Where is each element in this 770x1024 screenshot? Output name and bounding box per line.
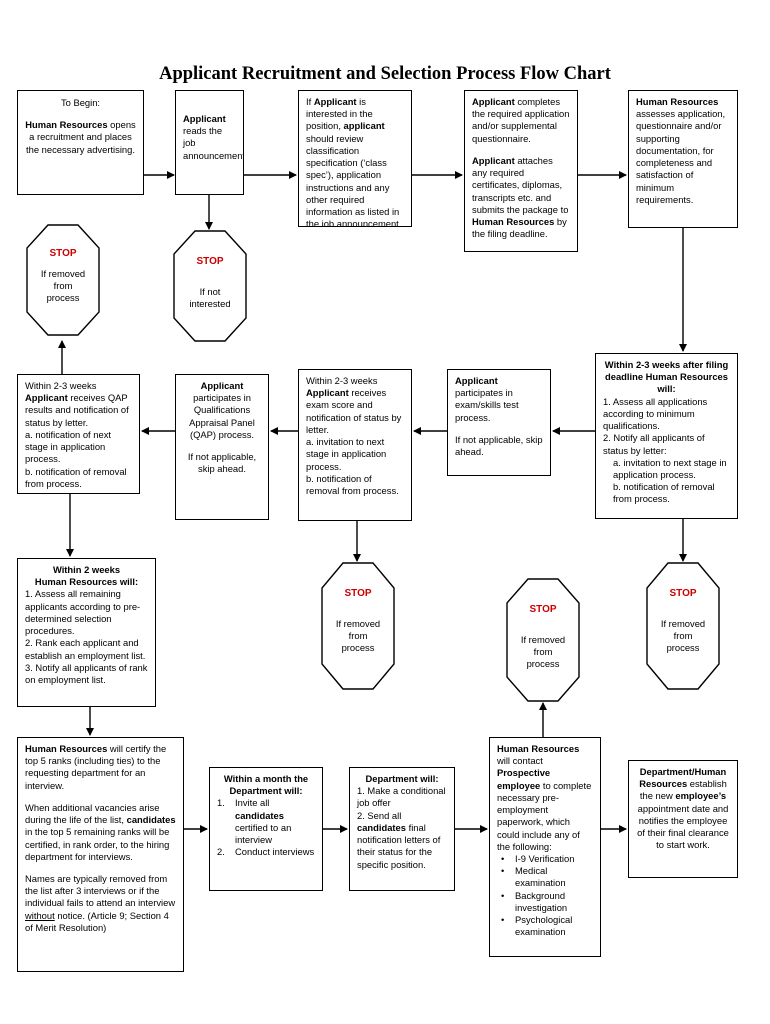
step-hr-assess-box: Human Resources assesses application, qu…: [628, 90, 738, 228]
stop-sign-removed: STOP If removed from process: [506, 578, 580, 702]
stop-octagon-icon: [173, 230, 247, 342]
list-item: •Medical examination: [501, 865, 566, 889]
step-text: Within 2-3 weeks Applicant receives QAP …: [25, 380, 129, 428]
step-text: b. notification of removal from process.: [613, 481, 715, 505]
step-begin-box: To Begin: Human Resources opens a recrui…: [17, 90, 144, 195]
step-text: If not applicable, skip ahead.: [455, 433, 543, 458]
step-review-spec-box: If Applicant is interested in the positi…: [298, 90, 412, 227]
step-text: Applicant participates in exam/skills te…: [455, 375, 519, 423]
stop-caption: If removed from process: [40, 268, 86, 304]
step-text: Within 2-3 weeks Applicant receives exam…: [306, 375, 402, 435]
step-text: Names are typically removed from the lis…: [25, 872, 176, 933]
stop-caption: If removed from process: [520, 634, 566, 670]
stop-label: STOP: [344, 588, 372, 599]
step-text: 3. Notify all applicants of rank on empl…: [25, 661, 148, 685]
step-department-interview-box: Within a month the Department will: 1.In…: [209, 767, 323, 891]
step-text: If Applicant is interested in the positi…: [306, 96, 402, 227]
stop-octagon-icon: [321, 562, 395, 690]
list-item: •I-9 Verification: [501, 852, 575, 864]
step-text: Human Resources will certify the top 5 r…: [25, 743, 167, 791]
list-item: 2.Conduct interviews: [217, 846, 315, 858]
stop-label: STOP: [669, 588, 697, 599]
step-read-announcement-box: Applicant reads the job announcement.: [175, 90, 244, 195]
step-exam-box: Applicant participates in exam/skills te…: [447, 369, 551, 476]
step-text: 1. Assess all applications according to …: [603, 395, 708, 432]
list-item: •Psychological examination: [501, 914, 573, 938]
stop-octagon-icon: [26, 224, 100, 336]
step-hr-rank-box: Within 2 weeks Human Resources will: 1. …: [17, 558, 156, 707]
step-text: Human Resources opens a recruitment and …: [25, 119, 136, 155]
list-item: 1.Invite all candidates certified to an …: [217, 797, 292, 846]
step-start-work-box: Department/Human Resources establish the…: [628, 760, 738, 878]
list-item: 2. Send all candidates final notificatio…: [357, 809, 441, 870]
stop-sign-removed: STOP If removed from process: [26, 224, 100, 336]
stop-sign-removed: STOP If removed from process: [321, 562, 395, 690]
stop-label: STOP: [49, 248, 77, 259]
step-text: 1. Assess all remaining applicants accor…: [25, 588, 141, 637]
step-heading: Department will:: [365, 773, 439, 784]
stop-sign-removed: STOP If removed from process: [646, 562, 720, 690]
stop-label: STOP: [529, 604, 557, 615]
list-item: •Background investigation: [501, 889, 568, 913]
stop-label: STOP: [196, 256, 224, 267]
step-exam-score-box: Within 2-3 weeks Applicant receives exam…: [298, 369, 412, 521]
stop-sign-not-interested: STOP If not interested: [173, 230, 247, 342]
step-text: When additional vacancies arise during t…: [25, 801, 176, 862]
step-text: Human Resources assesses application, qu…: [636, 96, 726, 205]
step-hr-certify-box: Human Resources will certify the top 5 r…: [17, 737, 184, 972]
step-heading: Within 2 weeks: [52, 564, 121, 575]
step-text: Department/Human Resources establish the…: [637, 766, 729, 851]
chart-title: Applicant Recruitment and Selection Proc…: [159, 64, 611, 84]
step-department-offer-box: Department will: 1. Make a conditional j…: [349, 767, 455, 891]
step-heading: Human Resources will:: [34, 576, 139, 588]
stop-octagon-icon: [646, 562, 720, 690]
stop-caption: If removed from process: [335, 618, 381, 654]
step-text: b. notification of removal from process.: [25, 465, 127, 489]
step-text: If not applicable, skip ahead.: [187, 451, 257, 475]
step-text: a. notification of next stage in applica…: [25, 428, 111, 465]
step-pre-employment-box: Human Resources will contact Prospective…: [489, 737, 601, 957]
stop-caption: If not interested: [189, 286, 231, 310]
step-heading: Within 2-3 weeks after filing deadline H…: [604, 359, 729, 395]
step-text: b. notification of removal from process.: [306, 472, 399, 496]
step-text: 2. Notify all applicants of status by le…: [603, 432, 705, 456]
step-text: To Begin:: [60, 97, 101, 108]
step-text: Human Resources will contact Prospective…: [497, 743, 592, 852]
step-text: Applicant reads the job announcement.: [183, 113, 244, 161]
step-text: a. invitation to next stage in applicati…: [306, 436, 387, 472]
step-text: Applicant completes the required applica…: [472, 96, 570, 144]
step-text: Applicant attaches any required certific…: [472, 154, 569, 240]
stop-caption: If removed from process: [660, 618, 706, 654]
step-qap-results-box: Within 2-3 weeks Applicant receives QAP …: [17, 374, 140, 494]
step-text: 2. Rank each applicant and establish an …: [25, 637, 146, 661]
step-text: a. invitation to next stage in applicati…: [613, 456, 727, 480]
stop-octagon-icon: [506, 578, 580, 702]
step-complete-application-box: Applicant completes the required applica…: [464, 90, 578, 252]
step-heading: Department will:: [229, 785, 303, 797]
step-hr-minimum-qualifications-box: Within 2-3 weeks after filing deadline H…: [595, 353, 738, 519]
step-heading: Within a month the: [223, 773, 309, 784]
list-item: 1. Make a conditional job offer: [357, 785, 446, 809]
